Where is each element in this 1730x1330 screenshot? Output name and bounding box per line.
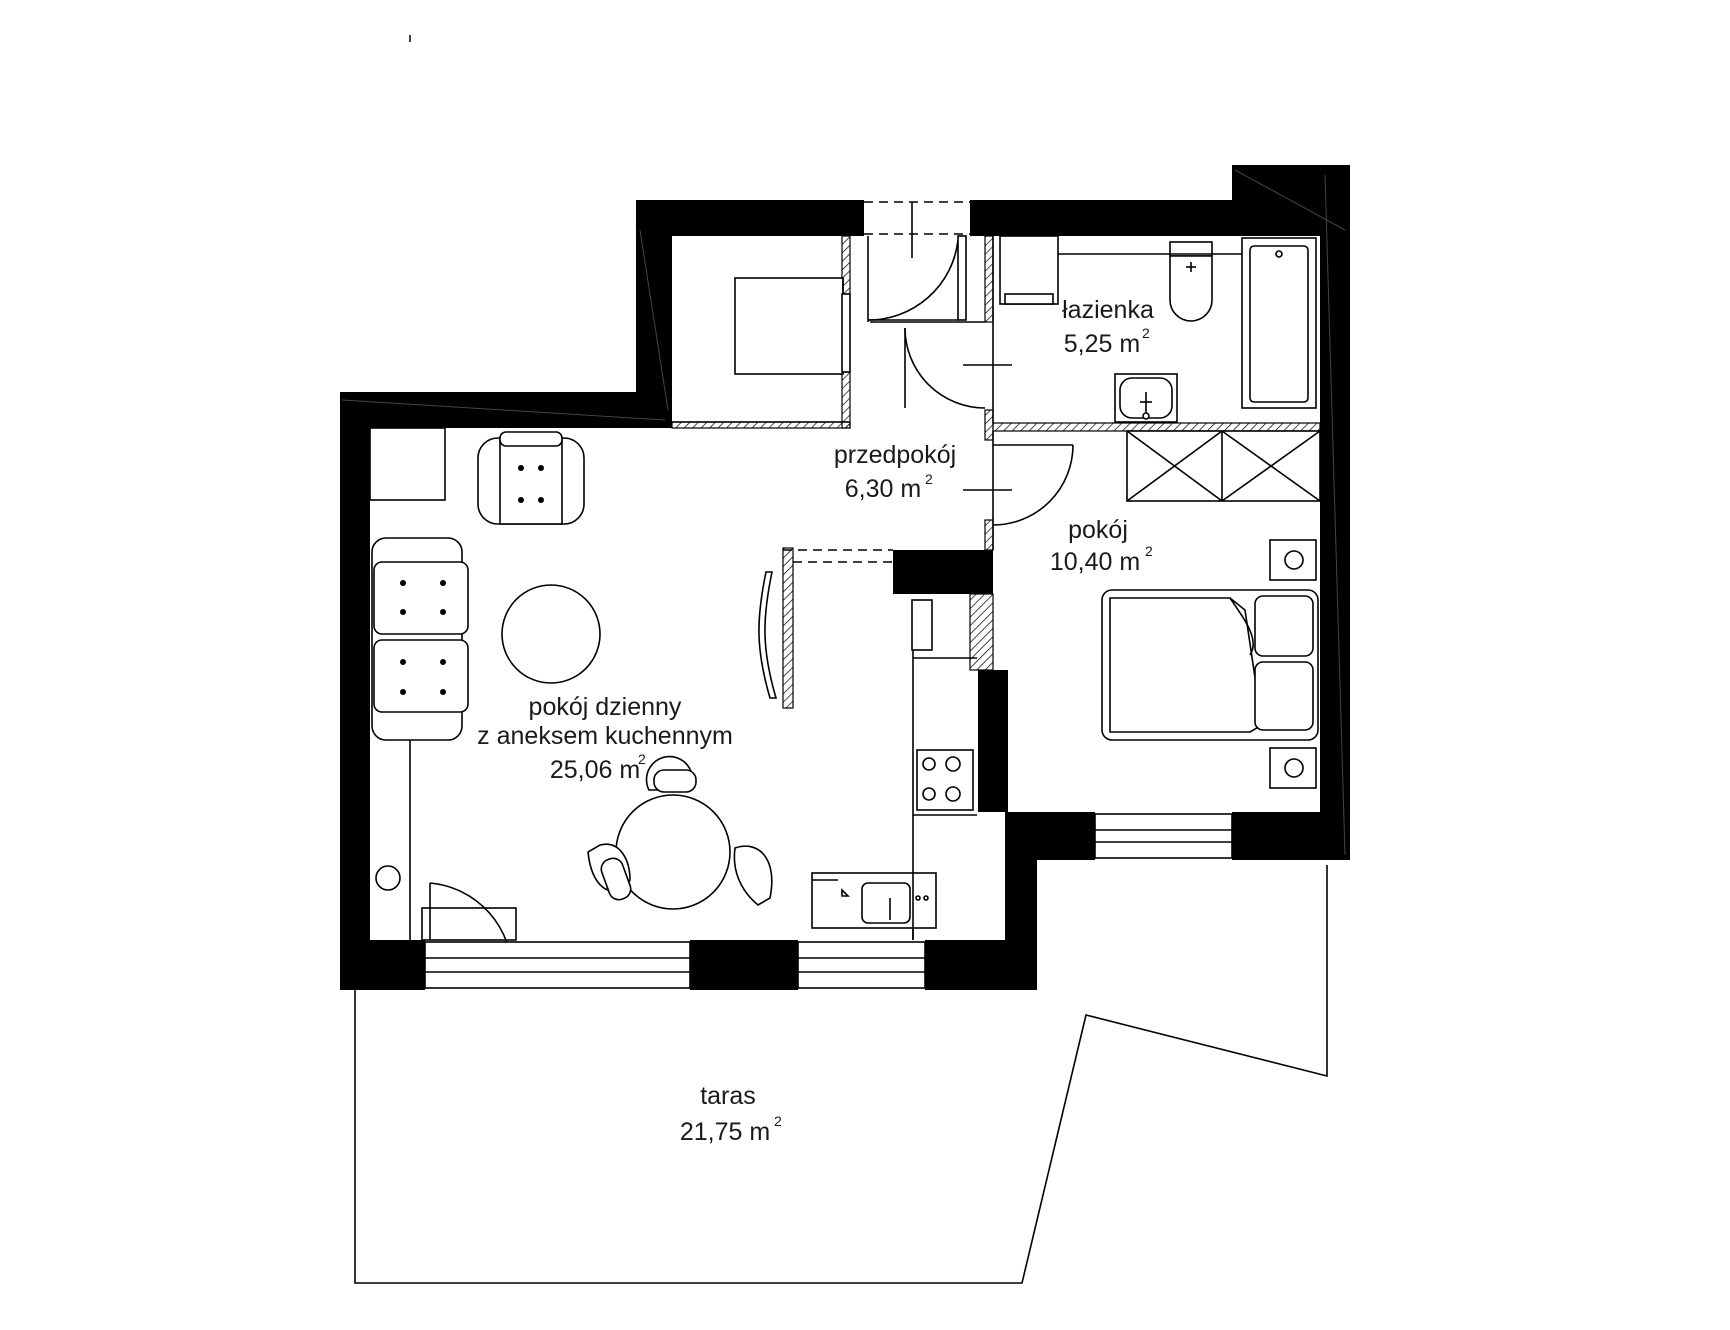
living-furniture — [369, 427, 977, 976]
terrace-area: 21,75 m — [680, 1118, 770, 1146]
wall-slants — [341, 169, 1346, 856]
bedroom-name: pokój — [1068, 516, 1128, 544]
label-terrace: taras 21,75 m 2 — [680, 1082, 782, 1146]
hall-name: przedpokój — [834, 441, 956, 469]
bedroom-door — [963, 444, 1074, 526]
exterior-walls — [340, 165, 1350, 990]
bedroom-area: 10,40 m — [1050, 548, 1140, 576]
hall-area-sup: 2 — [925, 471, 933, 487]
living-room-area: 25,06 m — [550, 756, 640, 784]
entrance-door — [864, 201, 970, 321]
bathroom-door — [904, 327, 1012, 409]
bathroom-area: 5,25 m — [1064, 330, 1140, 358]
living-room-name-2: z aneksem kuchennym — [477, 722, 733, 750]
windows — [424, 293, 1233, 989]
wardrobe — [734, 277, 844, 375]
bedroom-area-sup: 2 — [1145, 543, 1153, 559]
terrace-area-sup: 2 — [774, 1113, 782, 1129]
label-bedroom: pokój 10,40 m 2 — [1050, 516, 1153, 576]
terrace-outline — [354, 865, 1328, 1284]
label-hall: przedpokój 6,30 m 2 — [834, 441, 956, 503]
bathroom-area-sup: 2 — [1142, 325, 1150, 341]
bathroom-fixtures — [999, 235, 1317, 423]
living-room-name-1: pokój dzienny — [529, 693, 682, 721]
label-living-room: pokój dzienny z aneksem kuchennym 25,06 … — [477, 693, 733, 784]
label-bathroom: łazienka 5,25 m 2 — [1062, 296, 1154, 358]
bedroom-furniture — [1101, 430, 1321, 789]
terrace-name: taras — [700, 1082, 756, 1110]
hall-area: 6,30 m — [845, 475, 921, 503]
bathroom-name: łazienka — [1062, 296, 1154, 324]
living-room-area-sup: 2 — [638, 751, 646, 767]
